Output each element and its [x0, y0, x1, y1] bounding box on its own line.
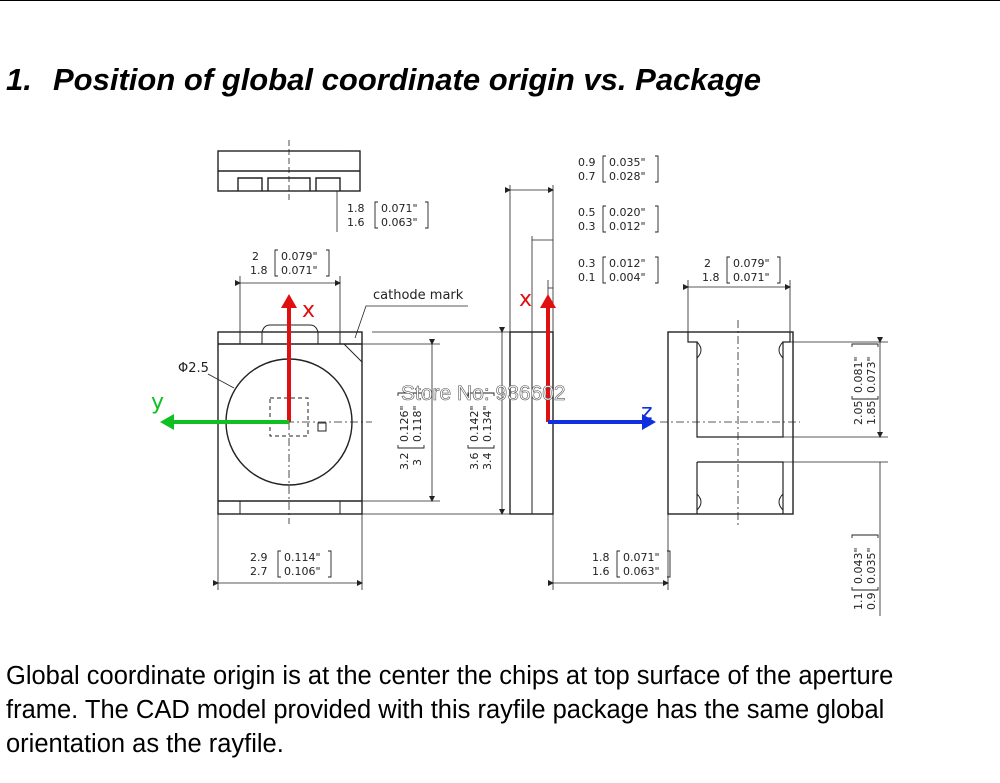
package-drawing: cathode mark Φ2.5 x y x z [151, 140, 888, 616]
dim-value-max: 0.9 [578, 156, 596, 169]
dim-top-w: 2 1.8 0.079" 0.071" [250, 249, 330, 277]
dim-height-inner: 3.2 3 0.126" 0.118" [397, 392, 425, 471]
dim-value-min: 3 [411, 459, 424, 466]
dim-pad-h: 2.05 1.85 0.081" 0.073" [851, 343, 879, 426]
dim-inch-min: 0.118" [411, 405, 424, 442]
dim-value-max: 0.5 [578, 206, 596, 219]
dim-inch-min: 0.134" [481, 405, 494, 442]
dim-inch-min: 0.106" [284, 565, 321, 578]
back-dims [548, 280, 888, 616]
dim-inch-max: 0.012" [609, 257, 646, 270]
diameter-label: Φ2.5 [178, 361, 209, 376]
dim-height-outer: 3.6 3.4 0.142" 0.134" [467, 392, 495, 471]
dim-inch-min: 0.004" [609, 271, 646, 284]
top-rule [0, 0, 1000, 1]
dim-inch-max: 0.114" [284, 551, 321, 564]
top-side-view [217, 140, 361, 232]
dim-value-min: 1.6 [592, 565, 610, 578]
dim-inch-max: 0.079" [733, 257, 770, 270]
front-axes [160, 294, 297, 430]
dim-inch-min: 0.073" [865, 356, 878, 393]
dim-inch-max: 0.071" [623, 551, 660, 564]
dim-inch-min: 0.035" [865, 547, 878, 584]
section-title: Position of global coordinate origin vs.… [53, 62, 761, 97]
dim-inch-max: 0.079" [281, 250, 318, 263]
store-watermark: Store No: 936602 [401, 382, 566, 405]
dim-value-max: 2 [704, 257, 711, 270]
y-axis-label: y [151, 390, 164, 415]
dim-inch-max: 0.126" [398, 405, 411, 442]
section-number: 1. [6, 62, 32, 97]
dim-inch-max: 0.142" [468, 405, 481, 442]
dim-value-max: 3.6 [468, 453, 481, 471]
paragraph-line-3: orientation as the rayfile. [6, 730, 284, 758]
dim-inch-max: 0.020" [609, 206, 646, 219]
dim-side-total: 0.9 0.7 0.035" 0.028" [578, 155, 659, 183]
x-axis-label: x [302, 298, 315, 323]
dim-value-max: 1.8 [347, 202, 365, 215]
dim-value-max: 1.8 [592, 551, 610, 564]
section-heading: 1. Position of global coordinate origin v… [6, 62, 761, 98]
dim-value-min: 0.9 [865, 593, 878, 611]
dim-side-thin: 0.3 0.1 0.012" 0.004" [578, 256, 659, 284]
side-axes [540, 294, 656, 430]
dim-top-side-h: 1.8 1.6 0.071" 0.063" [347, 201, 429, 229]
dim-inch-max: 0.081" [852, 356, 865, 393]
front-dims [207, 276, 510, 590]
dim-value-min: 1.8 [250, 264, 268, 277]
side-x-axis-label: x [519, 287, 532, 312]
dim-inch-min: 0.063" [623, 565, 660, 578]
dim-inch-max: 0.035" [609, 156, 646, 169]
dim-back-w: 2 1.8 0.079" 0.071" [702, 256, 781, 284]
dim-value-max: 0.3 [578, 257, 596, 270]
dim-inch-min: 0.063" [381, 216, 418, 229]
dim-value-min: 1.85 [865, 401, 878, 426]
dim-inch-min: 0.028" [609, 170, 646, 183]
dim-value-max: 3.2 [398, 453, 411, 471]
dim-inch-min: 0.012" [609, 220, 646, 233]
dim-value-min: 1.8 [702, 271, 720, 284]
z-axis-label: z [641, 400, 653, 425]
dim-side-mid: 0.5 0.3 0.020" 0.012" [578, 205, 659, 233]
dim-value-min: 2.7 [250, 565, 268, 578]
dim-value-max: 2 [252, 250, 259, 263]
paragraph-line-1: Global coordinate origin is at the cente… [6, 662, 894, 690]
dim-value-min: 1.6 [347, 216, 365, 229]
back-view [660, 320, 800, 525]
dim-side-bottom: 1.8 1.6 0.071" 0.063" [592, 550, 671, 578]
dim-value-min: 3.4 [481, 453, 494, 471]
dim-value-min: 0.3 [578, 220, 596, 233]
dim-bottom-w: 2.9 2.7 0.114" 0.106" [250, 550, 332, 578]
description-paragraph: Global coordinate origin is at the cente… [6, 659, 996, 761]
dim-value-max: 2.9 [250, 551, 268, 564]
dim-value-max: 2.05 [852, 401, 865, 426]
dim-inch-min: 0.071" [281, 264, 318, 277]
paragraph-line-2: frame. The CAD model provided with this … [6, 696, 885, 724]
dim-pad-gap: 1.1 0.9 0.043" 0.035" [851, 534, 879, 611]
dim-value-min: 0.1 [578, 271, 596, 284]
dim-inch-min: 0.071" [733, 271, 770, 284]
dim-value-max: 1.1 [852, 593, 865, 611]
cathode-label: cathode mark [373, 288, 464, 303]
dim-value-min: 0.7 [578, 170, 596, 183]
dim-inch-max: 0.043" [852, 547, 865, 584]
dim-inch-max: 0.071" [381, 202, 418, 215]
